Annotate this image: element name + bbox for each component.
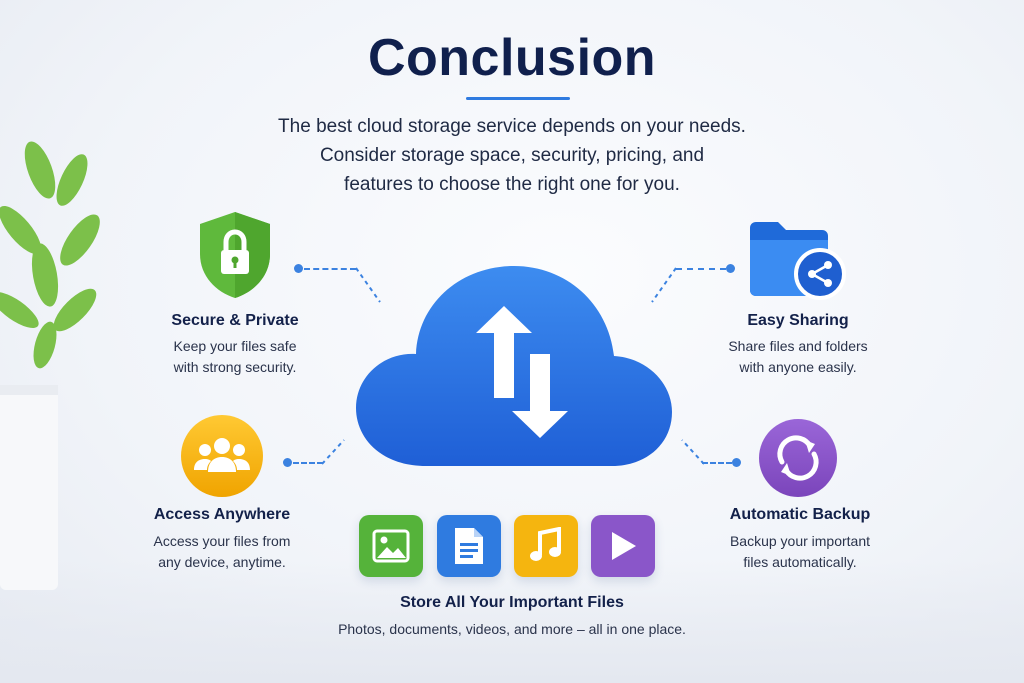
feature-desc-sharing: Share files and folders with anyone easi… [698, 336, 898, 378]
image-icon [372, 529, 410, 563]
connector-dot [294, 264, 303, 273]
sync-icon [759, 419, 837, 497]
connector-line [702, 462, 732, 464]
title-underline [466, 97, 570, 100]
connector-line [681, 439, 705, 465]
connector-line [651, 267, 677, 303]
shield-lock-icon [200, 212, 270, 298]
intro-line: The best cloud storage service depends o… [278, 116, 746, 137]
connector-line [304, 268, 356, 270]
connector-line [355, 267, 381, 303]
image-tile [359, 515, 423, 577]
intro-line: features to choose the right one for you… [344, 174, 680, 195]
intro-line: Consider storage space, security, pricin… [319, 145, 705, 166]
download-arrow-icon [512, 354, 568, 438]
connector-line [321, 439, 345, 465]
users-icon [181, 415, 263, 497]
desc-line: Backup your important [729, 533, 871, 549]
feature-desc-access: Access your files from any device, anyti… [122, 531, 322, 573]
feature-title-backup: Automatic Backup [729, 506, 871, 523]
feature-desc-secure: Keep your files safe with strong securit… [135, 336, 335, 378]
cloud-sync-icon [356, 266, 672, 466]
plant-decoration [0, 141, 100, 590]
connector-line [293, 462, 323, 464]
desc-line: with anyone easily. [739, 359, 857, 375]
feature-desc-backup: Backup your important files automaticall… [700, 531, 900, 573]
video-icon [612, 532, 636, 560]
connector-dot [732, 458, 741, 467]
document-icon [455, 528, 483, 564]
desc-line: with strong security. [173, 359, 297, 375]
feature-title-sharing: Easy Sharing [747, 312, 849, 329]
connector-line [676, 268, 726, 270]
page-title: Conclusion [367, 29, 657, 87]
connector-dot [283, 458, 292, 467]
document-tile [437, 515, 501, 577]
upload-arrow-icon [476, 306, 532, 398]
music-icon [530, 527, 561, 561]
desc-line: files automatically. [743, 554, 857, 570]
desc-line: Access your files from [153, 533, 291, 549]
store-title: Store All Your Important Files [400, 594, 624, 611]
video-tile [591, 515, 655, 577]
folder-share-icon [750, 222, 846, 300]
intro-text: The best cloud storage service depends o… [232, 112, 792, 199]
music-tile [514, 515, 578, 577]
desc-line: any device, anytime. [158, 554, 286, 570]
desc-line: Share files and folders [728, 338, 868, 354]
feature-title-secure: Secure & Private [171, 312, 299, 329]
connector-dot [726, 264, 735, 273]
desc-line: Keep your files safe [173, 338, 297, 354]
store-desc: Photos, documents, videos, and more – al… [338, 621, 686, 637]
feature-title-access: Access Anywhere [153, 506, 291, 523]
floor-shadow [0, 560, 1024, 683]
